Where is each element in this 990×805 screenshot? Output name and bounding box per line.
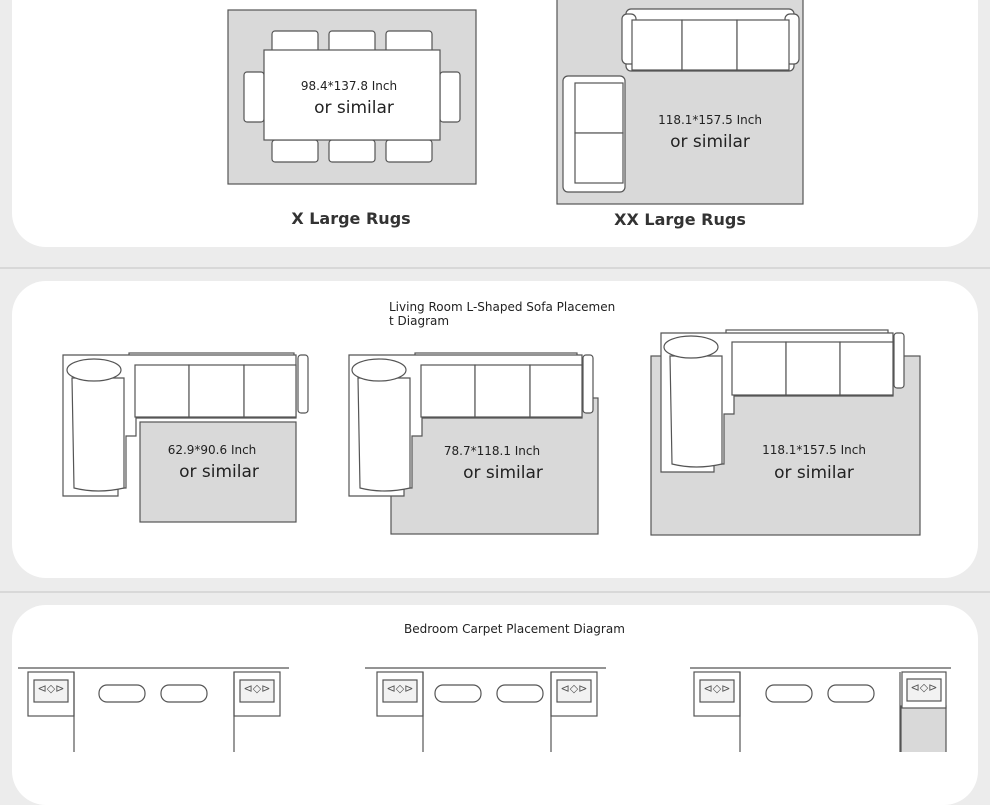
sofa-cushion bbox=[839, 341, 894, 396]
nightstand-drawer bbox=[556, 679, 592, 703]
sofa-cushion bbox=[736, 19, 790, 71]
chair bbox=[271, 139, 319, 163]
sofa-cushion bbox=[134, 364, 190, 418]
bedroom-title: Bedroom Carpet Placement Diagram bbox=[404, 622, 625, 636]
sofa-armrest bbox=[663, 335, 719, 359]
sofa-cushion bbox=[188, 364, 245, 418]
rug-medium bbox=[390, 397, 599, 535]
chaise bbox=[669, 355, 723, 468]
placement-diagrams bbox=[18, 0, 951, 752]
top-panel bbox=[12, 0, 978, 247]
bedroom-diagram-3 bbox=[690, 667, 951, 752]
living-room-diagram-large bbox=[650, 329, 921, 536]
chaise bbox=[357, 377, 411, 492]
nightstand-drawer bbox=[382, 679, 418, 703]
xx-large-size-label: 118.1*157.5 Inch bbox=[658, 113, 762, 127]
chair bbox=[439, 71, 461, 123]
section-divider bbox=[0, 267, 990, 269]
drawer-handle-icon: ⊲◇⊳ bbox=[243, 682, 271, 695]
living-room-title-line-1: Living Room L-Shaped Sofa Placemen bbox=[389, 300, 616, 314]
sofa-armrest bbox=[66, 358, 122, 382]
sofa-cushion bbox=[574, 132, 624, 184]
x-large-caption: X Large Rugs bbox=[291, 209, 411, 228]
section-divider bbox=[0, 591, 990, 593]
chair bbox=[328, 139, 376, 163]
sofa-cushion bbox=[243, 364, 297, 418]
chair bbox=[385, 139, 433, 163]
pillow bbox=[160, 684, 208, 703]
living-room-title: Living Room L-Shaped Sofa Placemen t Dia… bbox=[389, 300, 619, 328]
bedroom-diagram-2 bbox=[365, 667, 606, 752]
xx-large-similar-label: or similar bbox=[670, 132, 750, 152]
rug-small bbox=[139, 421, 297, 523]
nightstand-drawer bbox=[239, 679, 275, 703]
drawer-handle-icon: ⊲◇⊳ bbox=[703, 682, 731, 695]
sofa-cushion bbox=[731, 341, 787, 396]
sofa-armrest bbox=[351, 358, 407, 382]
xx-large-caption: XX Large Rugs bbox=[614, 210, 746, 229]
sofa-cushion bbox=[631, 19, 683, 71]
drawer-handle-icon: ⊲◇⊳ bbox=[386, 682, 414, 695]
rug-similar-label: or similar bbox=[463, 463, 543, 483]
pillow bbox=[98, 684, 146, 703]
x-large-similar-label: or similar bbox=[314, 98, 394, 118]
bedroom-diagram-1 bbox=[18, 667, 289, 752]
living-room-diagram-medium bbox=[348, 352, 599, 535]
drawer-handle-icon: ⊲◇⊳ bbox=[910, 681, 938, 694]
sofa-arm bbox=[893, 332, 905, 389]
living-room-diagram-small bbox=[62, 352, 309, 523]
sofa-cushion bbox=[785, 341, 841, 396]
rug-similar-label: or similar bbox=[179, 462, 259, 482]
nightstand-drawer bbox=[906, 678, 942, 702]
x-large-dining-diagram bbox=[227, 9, 477, 185]
nightstand-drawer bbox=[33, 679, 69, 703]
drawer-handle-icon: ⊲◇⊳ bbox=[560, 682, 588, 695]
sofa-arm bbox=[297, 354, 309, 414]
dining-table bbox=[263, 49, 441, 141]
rug-edge bbox=[900, 705, 947, 752]
rug-size-label: 118.1*157.5 Inch bbox=[762, 443, 866, 457]
rug-size-label: 78.7*118.1 Inch bbox=[443, 444, 541, 458]
living-room-title-line-2: t Diagram bbox=[389, 314, 450, 328]
chaise bbox=[71, 377, 125, 492]
sofa-arm bbox=[582, 354, 594, 414]
xx-large-sofa-diagram bbox=[556, 0, 804, 205]
sofa-cushion bbox=[681, 19, 738, 71]
sofa-cushion bbox=[574, 82, 624, 134]
pillow bbox=[827, 684, 875, 703]
pillow bbox=[434, 684, 482, 703]
pillow bbox=[496, 684, 544, 703]
pillow bbox=[765, 684, 813, 703]
drawer-handle-icon: ⊲◇⊳ bbox=[37, 682, 65, 695]
chair bbox=[243, 71, 265, 123]
sofa-cushion bbox=[474, 364, 531, 418]
nightstand-drawer bbox=[699, 679, 735, 703]
rug-similar-label: or similar bbox=[774, 463, 854, 483]
x-large-size-label: 98.4*137.8 Inch bbox=[300, 79, 398, 93]
sofa-cushion bbox=[529, 364, 583, 418]
rug-size-label: 62.9*90.6 Inch bbox=[167, 443, 257, 457]
sofa-cushion bbox=[420, 364, 476, 418]
